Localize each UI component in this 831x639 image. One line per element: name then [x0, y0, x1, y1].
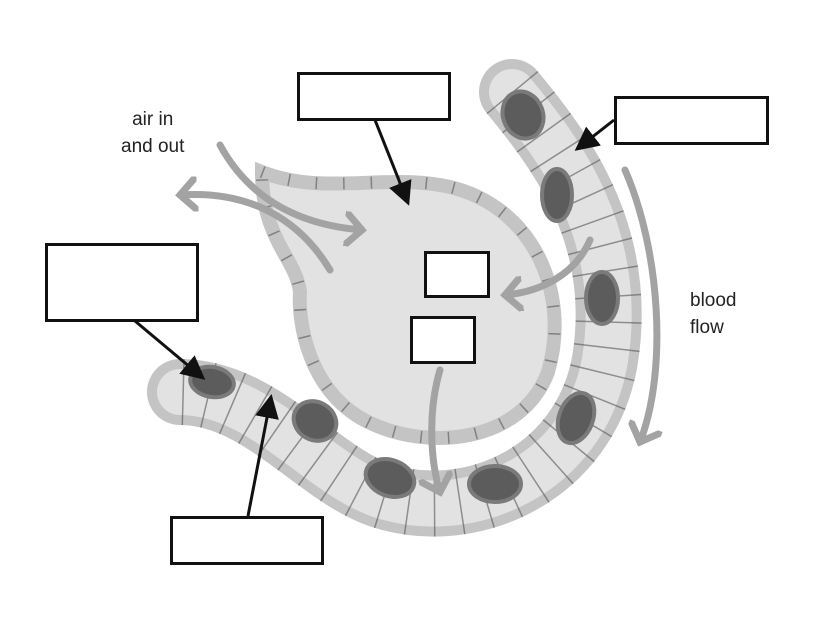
red-blood-cell	[363, 457, 417, 499]
label-box-red-blood-cell[interactable]	[45, 243, 199, 322]
pointer-alveolus	[373, 119, 412, 206]
air-label-line2: and out	[121, 136, 185, 157]
pointer-red-blood-cell	[134, 319, 206, 380]
blood-flow-arrow	[621, 166, 657, 442]
red-blood-cell	[584, 270, 620, 326]
label-box-capillary[interactable]	[170, 516, 324, 565]
blood-flow-label: blood flow	[690, 287, 737, 341]
label-box-gas-out[interactable]	[410, 316, 476, 364]
label-box-gas-in[interactable]	[424, 251, 490, 298]
red-blood-cell	[500, 89, 546, 141]
air-out-arrow	[180, 194, 334, 274]
red-blood-cells	[188, 89, 620, 504]
co2-diffusion-arrow	[432, 366, 440, 492]
red-blood-cell	[555, 390, 597, 446]
label-box-alveolus[interactable]	[297, 72, 451, 121]
air-in-arrow	[216, 141, 362, 230]
blood-label-line2: flow	[690, 317, 724, 338]
label-box-capillary-wall[interactable]	[614, 96, 769, 145]
alveolus	[254, 161, 562, 445]
capillary	[147, 59, 642, 537]
blood-label-line1: blood	[690, 290, 737, 311]
red-blood-cell	[540, 167, 574, 223]
red-blood-cell	[291, 399, 339, 443]
red-blood-cell	[467, 464, 523, 504]
oxygen-diffusion-arrow	[505, 236, 594, 295]
pointer-capillary	[246, 394, 279, 517]
pointer-capillary-wall	[574, 118, 615, 151]
air-label-line1: air in	[132, 109, 174, 130]
air-in-out-label: air in and out	[121, 106, 184, 160]
